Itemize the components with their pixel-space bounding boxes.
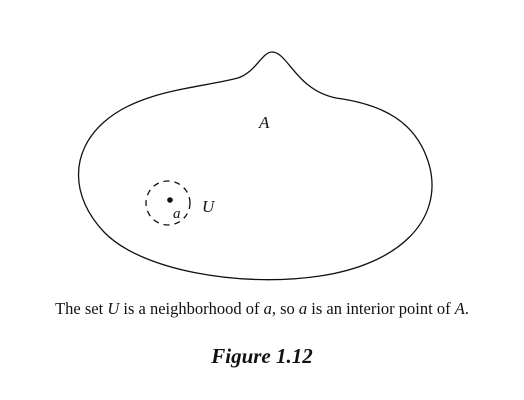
caption-variable-a-set: A [454,299,465,318]
neighborhood-u-label: U [202,197,216,216]
set-diagram: A U a [77,51,433,281]
caption-variable-a: a [298,299,308,318]
set-a-boundary [77,51,433,281]
caption-text: The set [55,299,108,318]
neighborhood-u-circle [145,180,191,226]
set-a-label: A [258,113,270,132]
figure-caption: The set U is a neighborhood of a, so a i… [0,298,524,320]
point-a-dot [167,197,173,203]
caption-text: , so [271,299,299,318]
figure-number: Figure 1.12 [211,344,313,368]
caption-text: . [464,299,469,318]
caption-text: is a neighborhood of [119,299,264,318]
caption-text: is an interior point of [307,299,455,318]
caption-variable-a: a [263,299,272,318]
point-a-label: a [173,206,181,222]
caption-variable-u: U [107,299,120,318]
